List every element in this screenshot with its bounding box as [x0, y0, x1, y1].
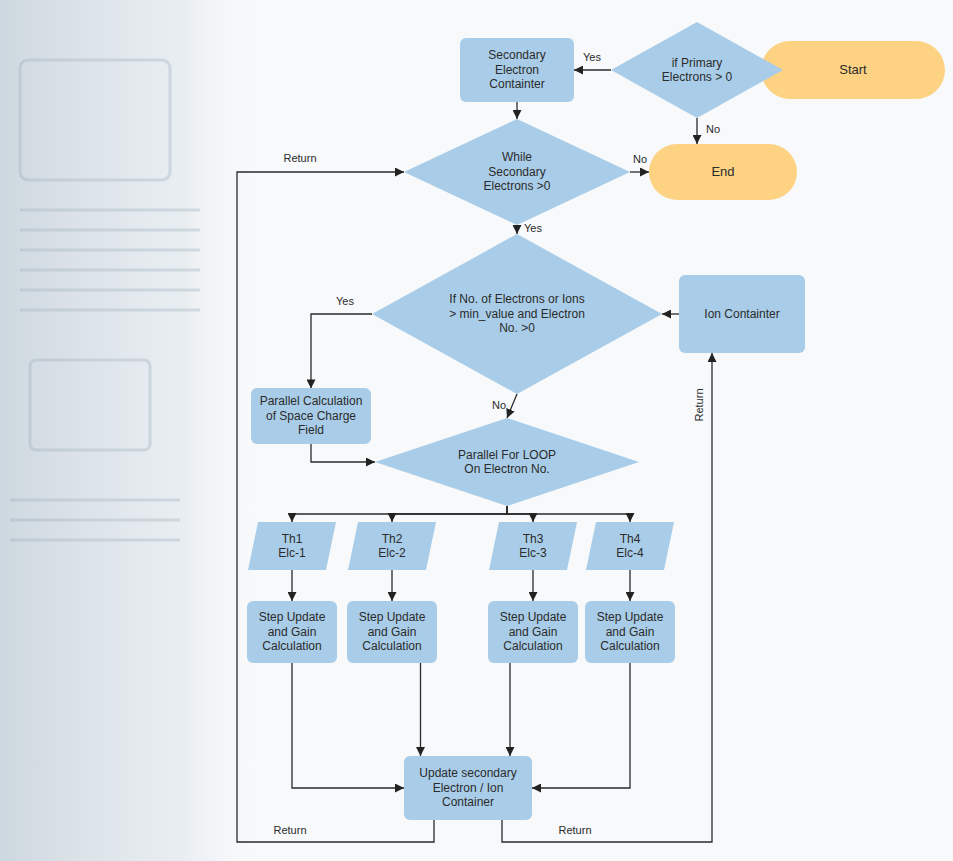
node-text: Start	[839, 62, 866, 78]
node-text: Step Update and Gain Calculation	[353, 610, 431, 653]
decision-diamond: Parallel For LOOP On Electron No.	[375, 418, 639, 506]
shape-fill	[372, 234, 662, 394]
edge-label: No	[631, 153, 649, 166]
flow-connector	[392, 506, 507, 522]
process-box: Secondary Electron Containter	[460, 38, 574, 102]
decision-diamond: While Secondary Electrons >0	[404, 119, 630, 225]
flow-connector	[630, 171, 649, 172]
thread-parallelogram: Th3 Elc-3	[489, 522, 577, 570]
edge-label: Return	[556, 824, 593, 837]
edge-label: Yes	[581, 51, 603, 64]
flow-connector	[311, 314, 372, 388]
thread-parallelogram: Th1 Elc-1	[248, 522, 336, 570]
flow-connector	[662, 313, 679, 314]
process-box: Step Update and Gain Calculation	[585, 601, 675, 663]
node-text: Ion Containter	[704, 307, 779, 321]
shape-fill	[375, 418, 639, 506]
shape-fill	[248, 522, 336, 570]
flow-connector	[696, 118, 697, 144]
flow-connector	[311, 444, 375, 462]
node-text: if Primary Electrons > 0	[657, 56, 737, 85]
flow-connector	[509, 663, 510, 756]
node-text: Parallel For LOOP On Electron No.	[452, 448, 562, 477]
process-box: Step Update and Gain Calculation	[347, 601, 437, 663]
flow-connector	[292, 506, 507, 522]
node-text: If No. of Electrons or Ions > min_value …	[447, 292, 587, 335]
node-text: While Secondary Electrons >0	[477, 150, 557, 193]
edge-label: No	[704, 123, 722, 136]
flow-connector	[516, 225, 517, 234]
node-text: End	[711, 164, 734, 180]
decision-diamond: if Primary Electrons > 0	[611, 22, 783, 118]
node-text: Step Update and Gain Calculation	[591, 610, 669, 653]
process-box: Step Update and Gain Calculation	[488, 601, 578, 663]
node-text: Th1 Elc-1	[271, 532, 313, 561]
shape-fill	[586, 522, 674, 570]
flow-connector	[532, 663, 630, 788]
flow-connector	[502, 353, 712, 842]
flow-connector	[574, 69, 611, 70]
node-text: Step Update and Gain Calculation	[253, 610, 331, 653]
flow-connector	[516, 102, 517, 119]
terminal-pill: Start	[761, 41, 945, 99]
shape-fill	[489, 522, 577, 570]
node-text: Th2 Elc-2	[371, 532, 413, 561]
flow-connector	[237, 172, 434, 842]
edge-label: Yes	[334, 295, 356, 308]
terminal-pill: End	[649, 144, 797, 200]
shape-fill	[404, 119, 630, 225]
shape-fill	[611, 22, 783, 118]
process-box: Ion Containter	[679, 275, 805, 353]
node-text: Parallel Calculation of Space Charge Fie…	[257, 394, 365, 437]
faded-panel	[0, 0, 260, 861]
flow-connector	[629, 570, 630, 601]
process-box: Parallel Calculation of Space Charge Fie…	[251, 388, 371, 443]
node-text: Step Update and Gain Calculation	[494, 610, 572, 653]
process-box: Step Update and Gain Calculation	[247, 601, 337, 663]
flow-connector	[420, 663, 421, 756]
node-text: Th3 Elc-3	[512, 532, 554, 561]
faded-machine	[10, 60, 200, 540]
thread-parallelogram: Th4 Elc-4	[586, 522, 674, 570]
edge-label: Yes	[522, 222, 544, 235]
node-text: Update secondary Electron / Ion Containe…	[410, 766, 526, 809]
thread-parallelogram: Th2 Elc-2	[348, 522, 436, 570]
flow-connector	[507, 394, 517, 418]
node-text: Th4 Elc-4	[609, 532, 651, 561]
flow-connector	[532, 570, 533, 601]
edge-label: No	[490, 399, 508, 412]
shape-fill	[348, 522, 436, 570]
return-note: Return	[281, 152, 318, 165]
flow-connector	[291, 570, 292, 601]
flow-connector	[292, 663, 404, 788]
flow-connector	[507, 506, 630, 522]
node-text: Secondary Electron Containter	[468, 48, 566, 91]
edge-label: Return	[271, 824, 308, 837]
decision-diamond: If No. of Electrons or Ions > min_value …	[372, 234, 662, 394]
flow-connector	[391, 570, 392, 601]
process-box: Update secondary Electron / Ion Containe…	[404, 756, 532, 820]
return-note: Return	[693, 386, 706, 423]
